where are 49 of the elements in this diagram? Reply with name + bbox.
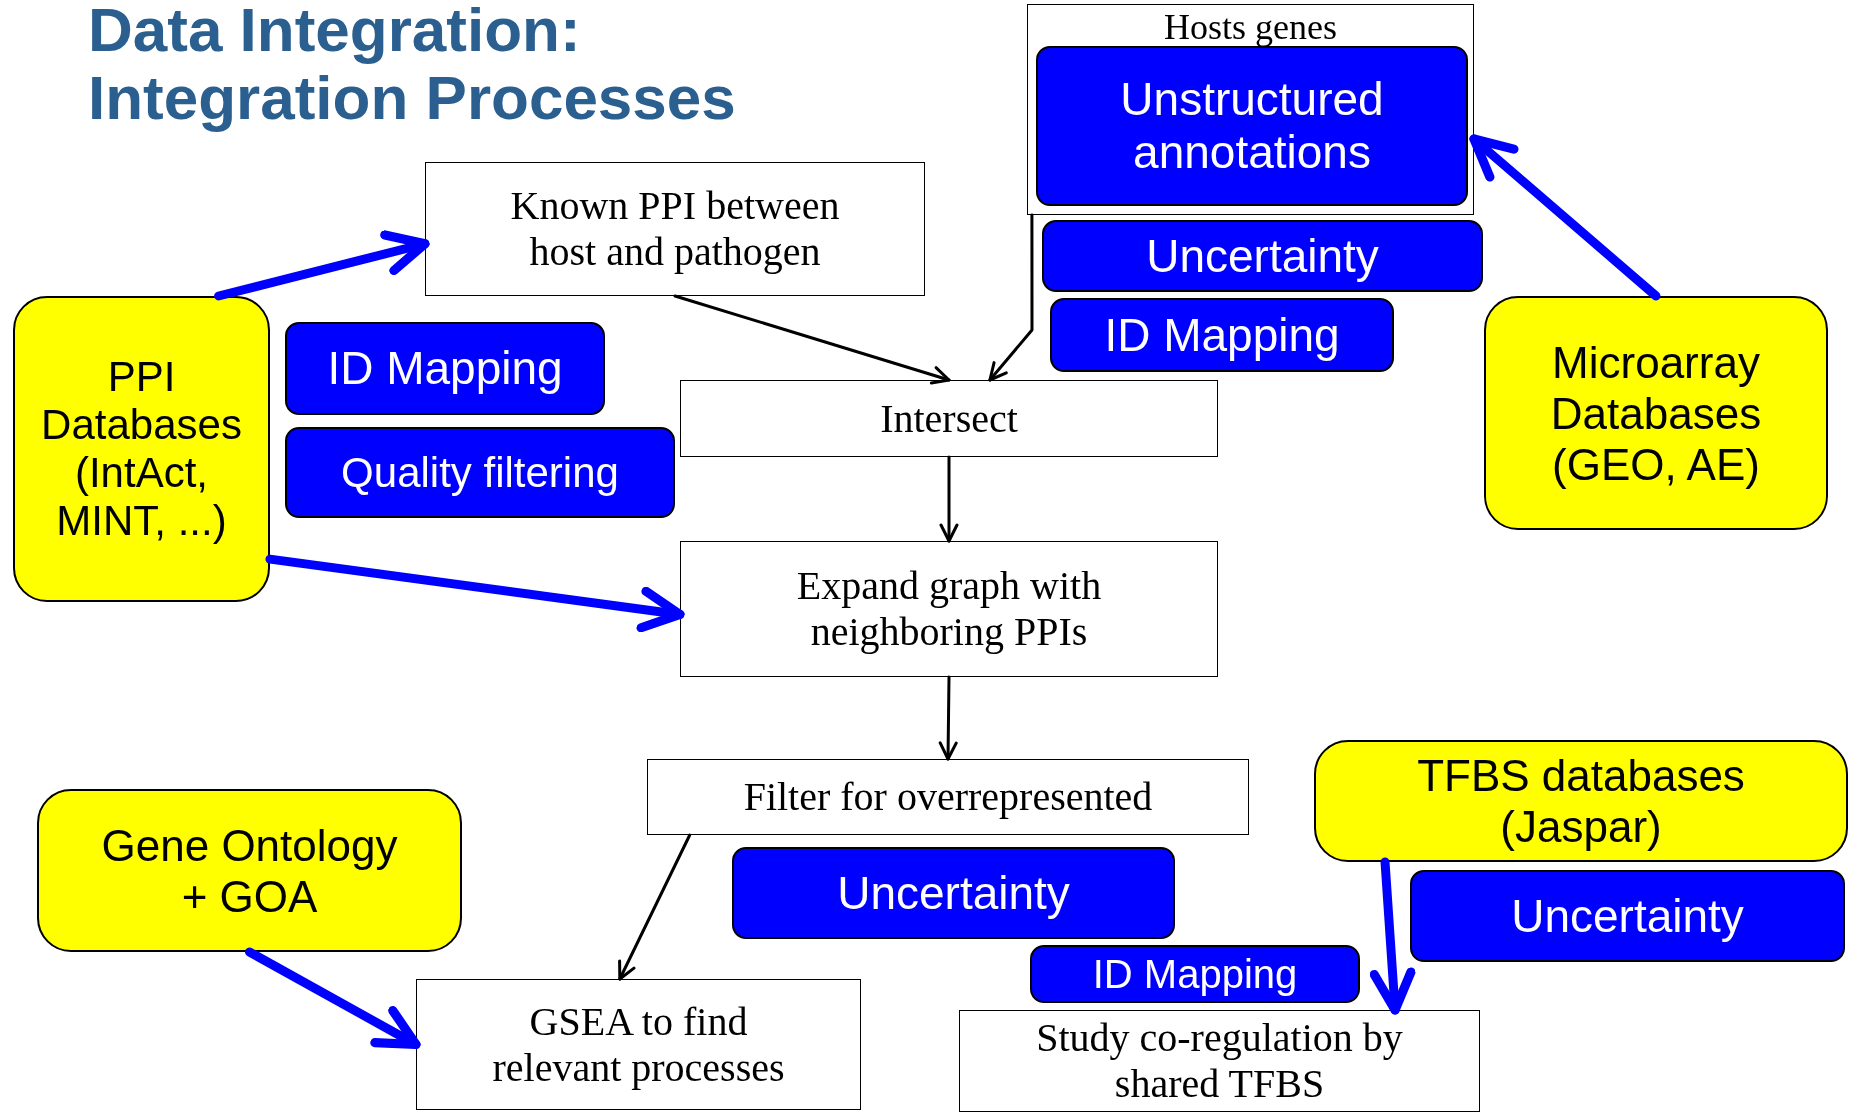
- arrow: [988, 213, 1034, 382]
- task-tag: [732, 847, 1175, 939]
- box-text: Uncertainty: [837, 866, 1070, 920]
- slide-title: Data Integration: Integration Processes: [88, 0, 737, 132]
- box-text: Microarray Databases (GEO, AE): [1549, 336, 1763, 490]
- box-text: Hosts genes: [1164, 7, 1337, 48]
- box-text: Study co-regulation by shared TFBS: [1035, 1015, 1404, 1107]
- box-text: Known PPI between host and pathogen: [509, 183, 841, 275]
- process-box: [680, 380, 1218, 457]
- box-text: Filter for overrepresented: [743, 774, 1153, 820]
- box-text: ID Mapping: [1104, 308, 1340, 362]
- box-text: ID Mapping: [327, 342, 563, 395]
- box-text: ID Mapping: [1092, 951, 1298, 997]
- process-box: [1027, 4, 1474, 215]
- box-text: Uncertainty: [1146, 229, 1379, 283]
- arrow: [938, 675, 958, 761]
- data-source-box: [1314, 740, 1848, 862]
- arrow: [214, 230, 430, 301]
- process-box: [425, 162, 925, 296]
- arrow: [618, 833, 692, 981]
- task-tag: [1030, 945, 1360, 1003]
- task-tag: [285, 427, 675, 518]
- task-tag: [1050, 298, 1394, 372]
- arrow: [673, 294, 951, 385]
- task-tag: [1036, 46, 1468, 206]
- box-text: Gene Ontology + GOA: [100, 819, 399, 922]
- data-source-box: [37, 789, 462, 952]
- box-text: GSEA to find relevant processes: [491, 998, 786, 1091]
- box-text: Unstructured annotations: [1119, 73, 1385, 179]
- data-source-box: [13, 296, 270, 602]
- box-text: Uncertainty: [1511, 889, 1744, 943]
- box-text: Quality filtering: [341, 448, 619, 497]
- arrow: [939, 455, 959, 543]
- task-tag: [1042, 220, 1483, 292]
- arrow: [265, 554, 685, 633]
- box-text: PPI Databases (IntAct, MINT, ...): [40, 353, 243, 545]
- task-tag: [285, 322, 605, 415]
- process-box: [416, 979, 861, 1110]
- box-text: TFBS databases (Jaspar): [1416, 750, 1746, 852]
- task-tag: [1410, 870, 1845, 962]
- arrow: [1369, 857, 1416, 1015]
- box-text: Expand graph with neighboring PPIs: [795, 563, 1103, 655]
- arrow: [1469, 134, 1661, 301]
- process-box: [680, 541, 1218, 677]
- process-box: [647, 759, 1249, 835]
- arrow: [245, 947, 421, 1050]
- process-box: [959, 1010, 1480, 1112]
- data-source-box: [1484, 296, 1828, 530]
- box-text: Intersect: [880, 395, 1018, 442]
